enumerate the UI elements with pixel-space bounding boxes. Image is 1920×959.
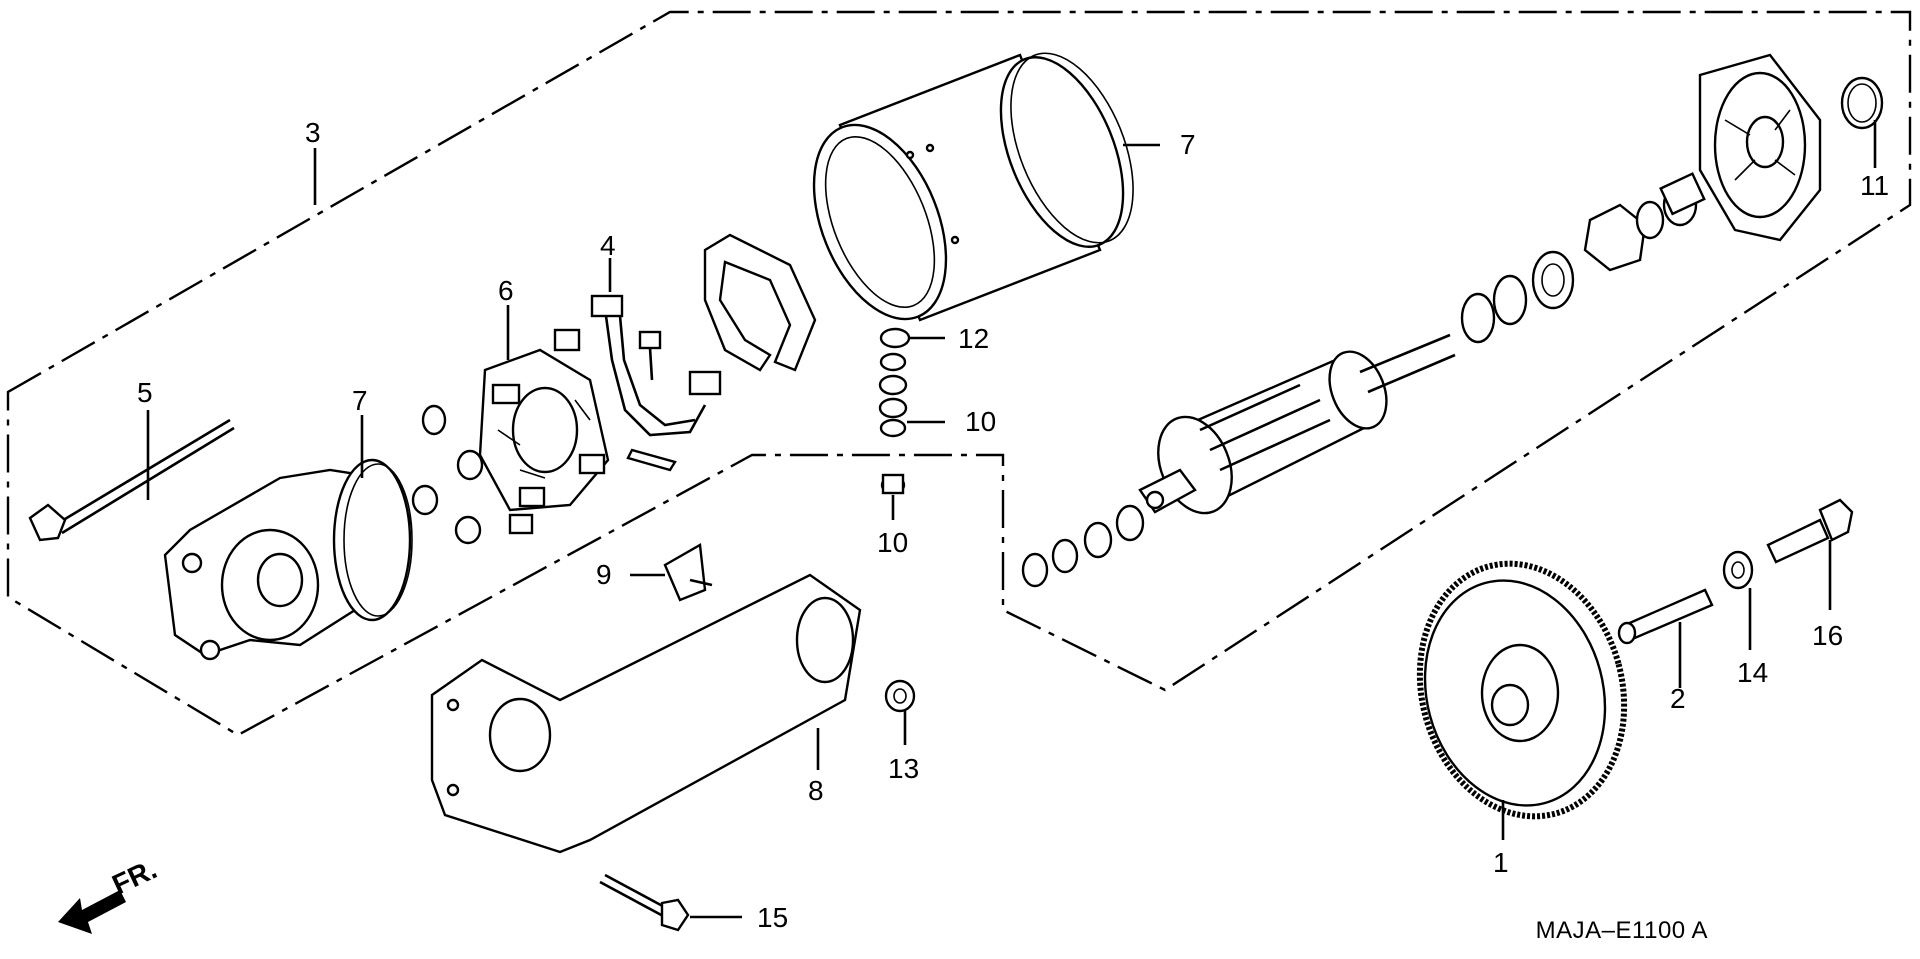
front-cover — [163, 458, 413, 661]
gear-washer — [1722, 550, 1754, 590]
callout-13: 13 — [888, 753, 919, 784]
shaft-washers — [1460, 172, 1706, 344]
callout-16: 16 — [1812, 620, 1843, 651]
callout-7-front: 7 — [352, 385, 368, 416]
thrust-washers — [1021, 504, 1145, 588]
o-ring-small — [1840, 76, 1884, 130]
armature — [1138, 333, 1456, 515]
callout-1: 1 — [1493, 847, 1509, 878]
brush-holder — [478, 328, 610, 512]
callout-10-upper: 10 — [965, 406, 996, 437]
yoke-segment — [703, 233, 817, 372]
rear-cover — [1698, 53, 1822, 242]
callout-11: 11 — [1860, 170, 1889, 201]
callout-4: 4 — [600, 230, 616, 261]
callout-2: 2 — [1670, 683, 1686, 714]
motor-case — [812, 52, 1134, 322]
callout-9: 9 — [596, 559, 612, 590]
callout-3: 3 — [305, 117, 321, 148]
cover-nut — [884, 679, 916, 713]
callout-15: 15 — [757, 902, 788, 933]
callout-5: 5 — [137, 377, 153, 408]
callout-10-lower: 10 — [877, 527, 908, 558]
cover-bolt — [599, 873, 690, 932]
callout-14: 14 — [1737, 657, 1768, 688]
callout-12: 12 — [958, 323, 989, 354]
brush-set — [590, 294, 722, 472]
assembly-outline — [6, 10, 1912, 737]
leader-lines — [146, 120, 1877, 919]
front-direction-arrow: FR. — [58, 853, 161, 934]
callout-6: 6 — [498, 275, 514, 306]
starter-gear — [1416, 560, 1628, 820]
brush-springs — [411, 404, 534, 545]
terminal-bracket — [663, 543, 713, 602]
callout-7-rear: 7 — [1180, 129, 1196, 160]
drawing-code: MAJA–E1100 A — [1535, 917, 1708, 944]
terminal-washers — [878, 327, 911, 495]
gear-bolt — [1766, 498, 1854, 564]
callouts: 1 2 3 4 5 6 7 7 8 9 10 10 11 12 13 14 15… — [137, 117, 1889, 933]
callout-8: 8 — [808, 775, 824, 806]
starter-cover — [430, 573, 862, 854]
gear-shaft — [1617, 588, 1714, 645]
